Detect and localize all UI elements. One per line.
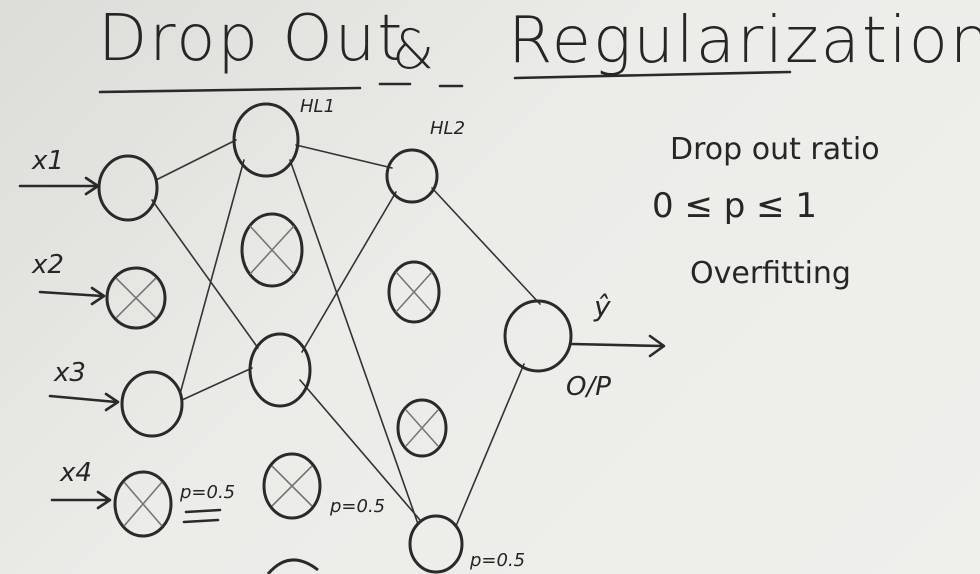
double-underline-mark bbox=[182, 508, 222, 524]
hl1-node-2-dropped bbox=[240, 212, 304, 288]
dropout-label-input: p=0.5 bbox=[180, 482, 236, 503]
input-arrow-x2 bbox=[38, 286, 106, 306]
title-regularization: Regularization bbox=[508, 4, 980, 78]
input-node-x2-dropped bbox=[105, 266, 167, 330]
note-overfitting: Overfitting bbox=[690, 256, 851, 291]
dropout-label-hl1: p=0.5 bbox=[330, 496, 386, 517]
note-dropout-ratio: Drop out ratio bbox=[670, 132, 880, 167]
hl1-node-4-dropped bbox=[262, 452, 322, 520]
input-node-x1 bbox=[97, 154, 159, 222]
dropped-cross-hl1-2 bbox=[249, 225, 295, 275]
note-p-range: 0 ≤ p ≤ 1 bbox=[652, 186, 818, 226]
input-arrow-x1 bbox=[18, 176, 100, 196]
output-arrow bbox=[570, 334, 666, 358]
title-underline-mid bbox=[378, 82, 464, 88]
dropped-cross-hl2-3 bbox=[405, 409, 439, 447]
dropped-cross-x4 bbox=[123, 481, 163, 527]
title-dropout: Drop Out bbox=[98, 2, 405, 76]
dropped-cross-hl2-2 bbox=[395, 271, 433, 313]
hl1-node-1 bbox=[232, 102, 300, 178]
hl2-node-3-dropped bbox=[396, 398, 448, 458]
label-output: O/P bbox=[566, 372, 611, 402]
input-arrow-x3 bbox=[48, 392, 120, 412]
title-underline-left bbox=[98, 86, 362, 94]
input-node-x4-dropped bbox=[113, 470, 173, 538]
label-y-hat: ŷ bbox=[594, 290, 611, 323]
title-ampersand: & bbox=[392, 18, 437, 81]
dropped-cross-x2 bbox=[115, 277, 157, 319]
label-hl2: HL2 bbox=[430, 118, 466, 139]
label-x1: x1 bbox=[32, 146, 64, 176]
dropped-cross-hl1-4 bbox=[271, 465, 313, 507]
hl1-node-3 bbox=[248, 332, 312, 408]
dropout-label-hl2: p=0.5 bbox=[470, 550, 526, 571]
hl2-node-4 bbox=[408, 514, 464, 574]
title-underline-right bbox=[513, 70, 792, 80]
hl2-node-2-dropped bbox=[387, 260, 441, 324]
hl2-node-1 bbox=[385, 148, 439, 204]
label-x2: x2 bbox=[32, 250, 64, 280]
input-node-x3 bbox=[120, 370, 184, 438]
hl1-node-5-partial bbox=[266, 558, 319, 574]
label-x4: x4 bbox=[60, 458, 92, 488]
output-node bbox=[503, 299, 573, 373]
label-hl1: HL1 bbox=[300, 96, 336, 117]
label-x3: x3 bbox=[54, 358, 86, 388]
input-arrow-x4 bbox=[50, 490, 112, 510]
connection-lines bbox=[151, 139, 541, 527]
